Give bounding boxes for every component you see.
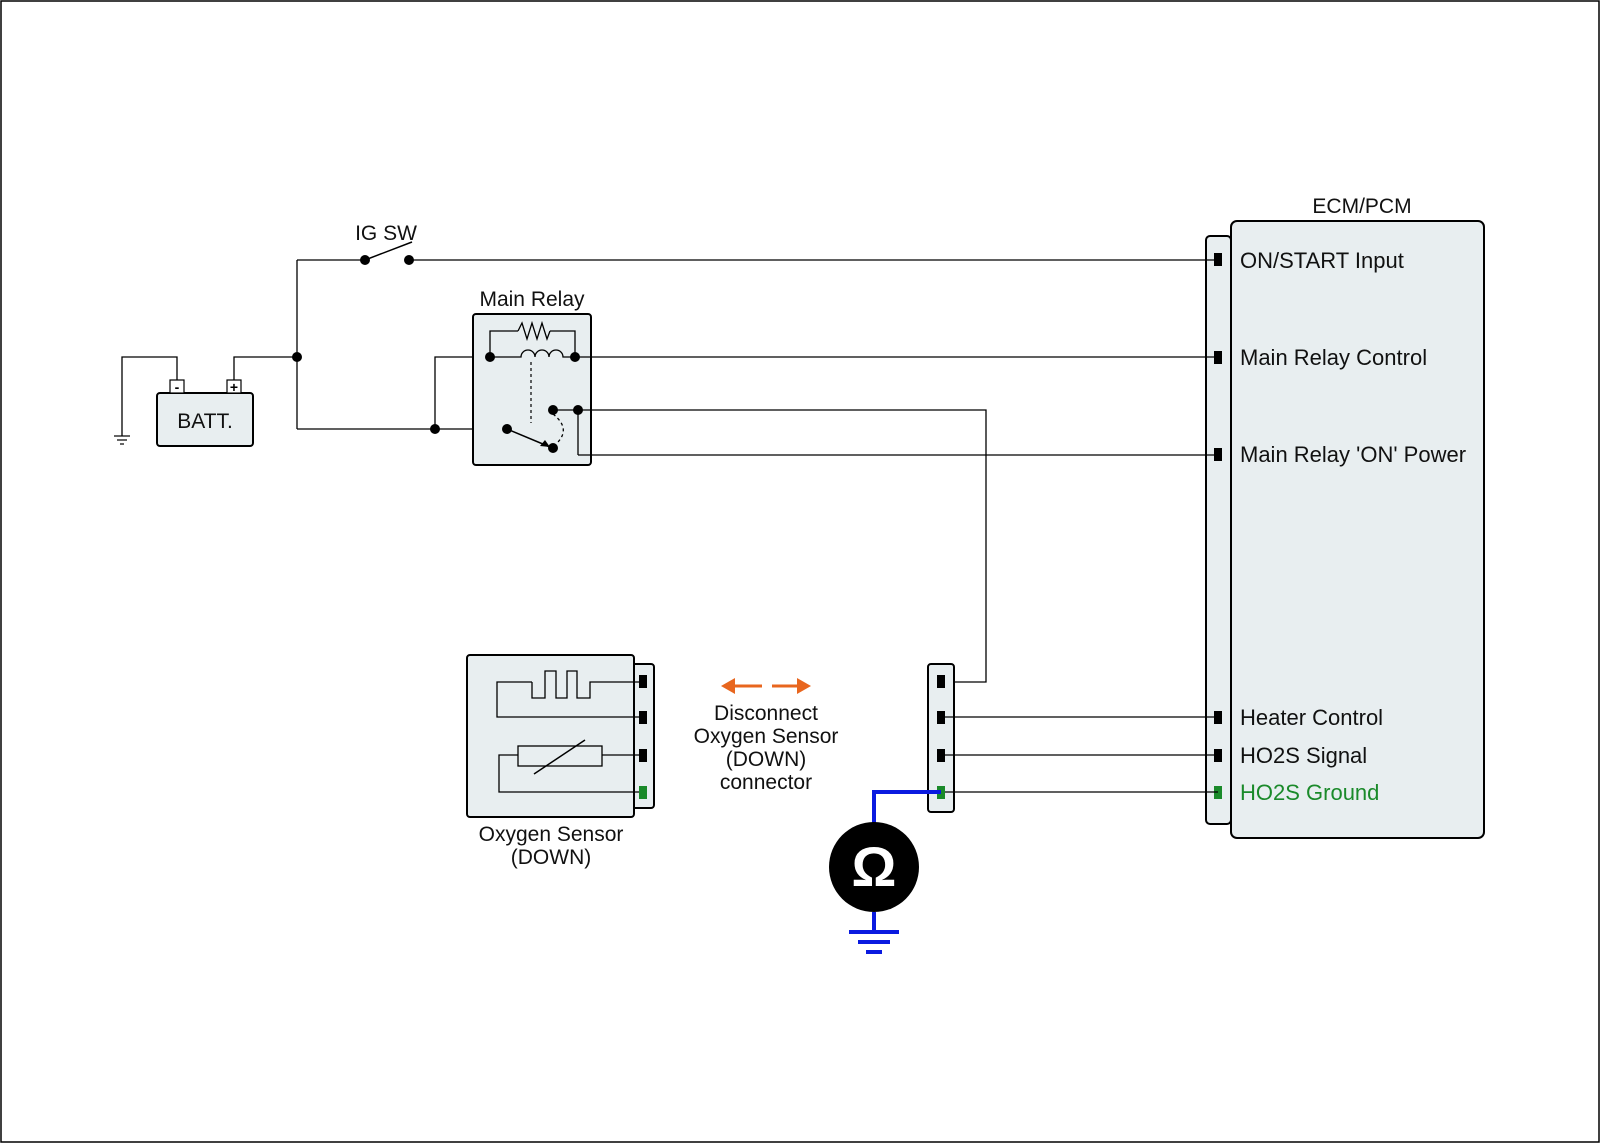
ohmmeter-body: [829, 822, 919, 912]
wire-relay-to-o2-heater: [578, 409, 987, 683]
wire-battery-positive: [233, 356, 297, 380]
pin-label-ho2s-signal: HO2S Signal: [1240, 743, 1367, 768]
disconnect-arrows-icon: [721, 678, 811, 694]
ecm-title: ECM/PCM: [1312, 195, 1411, 218]
pin-label-on-start: ON/START Input: [1240, 248, 1404, 273]
harness-connector-body: [927, 663, 955, 813]
oxygen-sensor-body: [466, 654, 635, 818]
battery-body: [156, 392, 254, 447]
battery-plus-sign: +: [230, 379, 238, 395]
instruction-line-4: connector: [720, 771, 812, 794]
ecm-connector-strip: [1205, 235, 1232, 825]
main-relay: Main Relay: [472, 288, 592, 466]
sensing-element-icon: [517, 745, 603, 767]
meter-lead: [872, 790, 941, 826]
instruction-line-3: (DOWN): [726, 748, 806, 771]
oxygen-sensor-label-1: Oxygen Sensor: [479, 823, 624, 846]
resistor-icon: [517, 320, 551, 342]
main-relay-body: [472, 313, 592, 466]
pin-label-ho2s-ground: HO2S Ground: [1240, 780, 1379, 805]
battery: BATT. - +: [156, 379, 254, 447]
ecm-pcm: ECM/PCM ON/START Input Main Relay Contro…: [1205, 195, 1485, 839]
instruction-line-1: Disconnect: [714, 702, 818, 725]
ohmmeter: Ω: [829, 822, 919, 912]
pin-label-heater-control: Heater Control: [1240, 705, 1383, 730]
battery-ground-icon: [114, 356, 178, 445]
ecm-body: [1230, 220, 1485, 839]
instruction-line-2: Oxygen Sensor: [694, 725, 839, 748]
meter-ground-icon: [849, 912, 899, 954]
pin-label-main-relay-on-power: Main Relay 'ON' Power: [1240, 442, 1466, 467]
ohm-icon: Ω: [852, 835, 897, 898]
main-relay-label: Main Relay: [479, 288, 585, 311]
oxygen-sensor-label-2: (DOWN): [511, 846, 591, 869]
harness-connector: [927, 663, 955, 813]
ig-switch-label: IG SW: [355, 222, 417, 245]
oxygen-sensor: Oxygen Sensor (DOWN): [466, 654, 655, 869]
battery-minus-sign: -: [175, 379, 180, 395]
pin-label-main-relay-control: Main Relay Control: [1240, 345, 1427, 370]
heater-element-icon: [531, 670, 640, 699]
battery-label: BATT.: [177, 410, 233, 433]
coil-icon: [490, 349, 575, 358]
junction-dot: [292, 352, 302, 362]
wire-relay-coil-feed: [434, 356, 490, 429]
